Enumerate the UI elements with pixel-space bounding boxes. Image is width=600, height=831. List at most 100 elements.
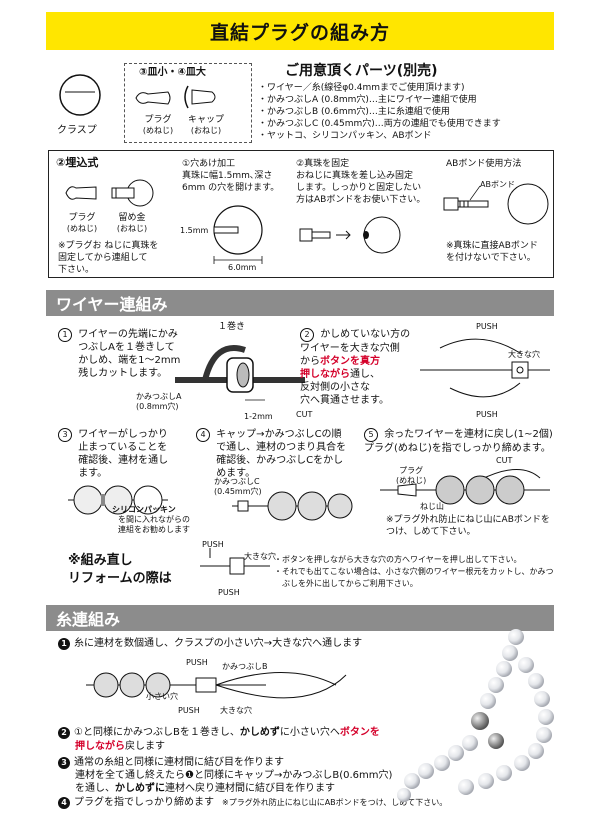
thread-step2-b: かしめず xyxy=(239,727,280,738)
ab-label: ABボンド xyxy=(480,180,515,189)
thread-clasp-illustration xyxy=(86,672,347,699)
wire-step2-text-c: 通し、 反対側の小さな 穴へ貫通させます。 xyxy=(300,369,389,406)
embed-stopper-illustration xyxy=(111,179,154,207)
embed-step2-title: ②真珠を固定 xyxy=(296,159,350,169)
step-number: 1 xyxy=(58,328,72,342)
size-label: ③皿小・④皿大 xyxy=(139,66,206,79)
parts-list-item: ・ヤットコ、シリコンパッキン、ABボンド xyxy=(258,131,432,141)
redo-label: ※組み直し リフォームの際は xyxy=(68,553,172,586)
redo-note: ぶしを外に出してからご利用下さい。 xyxy=(274,579,418,588)
embed-note: ※プラグお ねじに真珠を 固定してから連組して 下さい。 xyxy=(58,241,159,275)
ab-title: ABボンド使用方法 xyxy=(446,159,522,169)
wire-step1-part-name: かみつぶしA xyxy=(136,392,182,401)
ab-bond-illustration xyxy=(443,183,549,225)
push-button-illustration xyxy=(420,338,550,398)
thread-step3-line2: 連材を全て通し終えたら❶と同様にキャップ→かみつぶしB(0.6mm穴) xyxy=(75,770,393,781)
step-number: 2 xyxy=(58,727,70,739)
embed-plug-label: プラグ xyxy=(68,213,96,223)
wire-step5-text: 余ったワイヤーを連材に戻し(1~2個) プラグ(めねじ)を指でしっかり締めます。 xyxy=(364,429,553,454)
thread-step1-part: かみつぶしB xyxy=(222,662,268,671)
parts-list-item: ・かみつぶしB (0.6mm穴)…主に糸連組で使用 xyxy=(258,107,450,117)
redo-note: ・ボタンを押しながら大きな穴の方へワイヤーを押し出して下さい。 xyxy=(274,555,522,564)
redo-notes: ・ボタンを押しながら大きな穴の方へワイヤーを押し出して下さい。 ・それでも出てこ… xyxy=(274,554,554,590)
embed-plug-illustration xyxy=(65,186,97,200)
wire-step1-part-sub: (0.8mm穴) xyxy=(136,402,179,411)
thread-step1-big: 大きな穴 xyxy=(220,706,252,715)
wire-step2-text-b: ボタンを真方 押しながら xyxy=(300,356,380,380)
parts-size-box: ③皿小・④皿大 xyxy=(124,63,252,143)
pearl-necklace-photo xyxy=(397,629,554,802)
silicon-label: シリコンパッキン xyxy=(112,505,176,514)
wire-step5-thread: ねじ山 xyxy=(420,502,444,511)
wire-step4-text: キャップ→かみつぶしCの順 で通し、連材のつまり具合を 確認後、かみつぶしCをか… xyxy=(216,429,347,479)
wire-step2-push2: PUSH xyxy=(476,410,498,419)
wire-step1-wind: １巻き xyxy=(218,322,246,332)
wire-section-header: ワイヤー連組み xyxy=(46,290,554,316)
step-number: 5 xyxy=(364,428,378,442)
redo-push2: PUSH xyxy=(218,588,240,597)
thread-step3: 3 通常の糸組と同様に連材間に結び目を作ります 連材を全て通し終えたら❶と同様にキ… xyxy=(58,756,398,795)
thread-step1-push: PUSH xyxy=(186,658,208,667)
wire-step5-cut: CUT xyxy=(496,456,513,465)
embed-box xyxy=(48,150,554,278)
step-number: 2 xyxy=(300,328,314,342)
step-number: 4 xyxy=(196,428,210,442)
cap-sub: (おねじ) xyxy=(190,126,222,135)
thread-step2-d: ボタンを xyxy=(339,727,380,738)
thread-step3-line3b: かしめずに xyxy=(115,783,165,794)
wire-step3: 3 ワイヤーがしっかり 止まっていることを 確認後、連材を通し ます。 xyxy=(58,428,168,480)
embed-step1-text: 真珠に幅1.5mm､深さ 6mm の穴を開けます。 xyxy=(182,171,280,193)
thread-step2-e: 押しながら xyxy=(75,741,125,752)
wire-step5-plug: プラグ xyxy=(399,466,424,475)
thread-section-header: 糸連組み xyxy=(46,605,554,631)
wire-step1-text: ワイヤーの先端にかみ つぶしAを１巻きして かしめ、端を1〜2mm 残しカットし… xyxy=(78,329,181,379)
cap-illustration xyxy=(184,85,216,109)
wire-step2-big-hole: 大きな穴 xyxy=(508,350,540,359)
thread-step3-line3a: を通し、 xyxy=(75,783,115,794)
plug-label: プラグ xyxy=(144,115,172,125)
embed-stopper-label: 留め金 xyxy=(118,213,146,223)
parts-list-item: ・ワイヤー／糸(線径φ0.4mmまでご使用頂けます) xyxy=(258,83,465,93)
wire-step5: 5 余ったワイヤーを連材に戻し(1~2個) プラグ(めねじ)を指でしっかり締めま… xyxy=(364,428,554,455)
wire-step1-cut: CUT xyxy=(296,410,313,419)
wire-step5-note: ※プラグ外れ防止にねじ山にABボンドを つけ、しめて下さい。 xyxy=(386,515,550,537)
thread-step1-push2: PUSH xyxy=(178,706,200,715)
wire-step1: 1 ワイヤーの先端にかみ つぶしAを１巻きして かしめ、端を1〜2mm 残しカッ… xyxy=(58,328,180,380)
plug-sub: (めねじ) xyxy=(142,126,174,135)
wire-step4-part: かみつぶしC xyxy=(214,477,260,486)
step-number: 1 xyxy=(58,638,70,650)
embed-plug-sub: (めねじ) xyxy=(66,224,98,233)
silicon-beads-illustration xyxy=(68,485,168,515)
thread-step4-text: プラグを指でしっかり締めます xyxy=(74,797,214,808)
thread-step3-line3c: 連材へ戻り連材間に結び目を作ります xyxy=(165,783,335,794)
wire-step2-push1: PUSH xyxy=(476,322,498,331)
drilled-pearl-illustration xyxy=(213,205,263,264)
dim-15-label: 1.5mm xyxy=(180,226,209,235)
redo-note: ・それでも出てこない場合は、小さな穴側のワイヤー根元をカットし、かみつ xyxy=(274,567,554,576)
thread-step1-small: 小さい穴 xyxy=(146,692,178,701)
step-number: 3 xyxy=(58,428,72,442)
embed-heading: ②埋込式 xyxy=(56,156,99,169)
plug-illustration xyxy=(135,91,171,105)
cap-label: キャップ xyxy=(187,115,224,125)
plug-tighten-illustration xyxy=(380,469,550,505)
redo-push1: PUSH xyxy=(202,540,224,549)
parts-heading: ご用意頂くパーツ(別売) xyxy=(285,63,438,79)
embed-step1-title: ①穴あけ加工 xyxy=(182,159,236,169)
wire-step4-part-sub: (0.45mm穴) xyxy=(214,487,262,496)
silicon-note: を間に入れながらの 連組をお勧めします xyxy=(118,515,190,534)
thread-step2-c: に小さい穴へ xyxy=(279,727,340,738)
page-title: 直結プラグの組み方 xyxy=(46,12,554,50)
wire-step4: 4 キャップ→かみつぶしCの順 で通し、連材のつまり具合を 確認後、かみつぶしC… xyxy=(196,428,346,480)
step-number: 3 xyxy=(58,757,70,769)
parts-list-item: ・かみつぶしC (0.45mm穴)…両方の連組でも使用できます xyxy=(258,119,501,129)
embed-step2-text: おねじに真珠を差し込み固定 します。しっかりと固定したい 方はABボンドをお使い… xyxy=(296,171,426,205)
ab-note: ※真珠に直接ABボンド を付けないで下さい。 xyxy=(446,241,538,263)
thread-step3-line1: 通常の糸組と同様に連材間に結び目を作ります xyxy=(74,757,284,768)
wire-step5-plug-sub: (めねじ) xyxy=(396,476,427,485)
thread-step2-a: ①と同様にかみつぶしBを１巻きし、 xyxy=(74,727,240,738)
parts-list-item: ・かみつぶしA (0.8mm穴)…主にワイヤー連組で使用 xyxy=(258,95,477,105)
thread-step4-note: ※プラグ外れ防止にねじ山にABボンドをつけ、しめて下さい。 xyxy=(222,798,448,807)
